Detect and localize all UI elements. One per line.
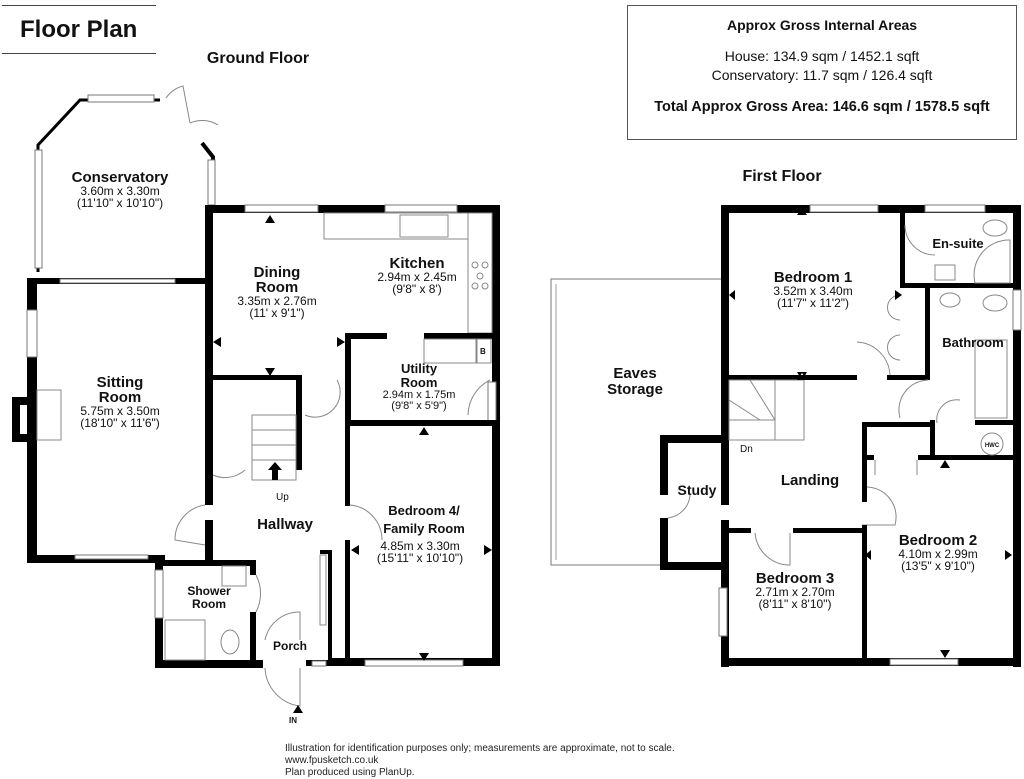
bedroom4-name-1: Bedroom 4/ [388,503,460,518]
bedroom2-imperial: (13'5" x 9'10") [901,559,975,573]
title-rule-top [2,5,156,6]
shower-name-1: Shower [187,584,231,598]
area-summary-box: Approx Gross Internal Areas House: 134.9… [627,5,1017,140]
dining-imperial: (11' x 9'1") [249,306,304,320]
bedroom3-name: Bedroom 3 [756,570,834,587]
sitting-metric: 5.75m x 3.50m [80,404,159,418]
stairs-up-label: Up [276,492,289,503]
sitting-name-2: Room [99,389,142,406]
dining-name-2: Room [256,279,299,296]
disclaimer-line-1: Illustration for identification purposes… [285,743,675,766]
study-name: Study [678,482,717,498]
sitting-name-1: Sitting [97,374,144,391]
landing-name: Landing [781,472,839,489]
bedroom4-name-2: Family Room [383,521,465,536]
eaves-name-2: Storage [607,381,663,398]
stairs-down-label: Dn [740,444,753,455]
disclaimer-line-2: Plan produced using PlanUp. [285,767,415,778]
page-title: Floor Plan [20,16,138,43]
kitchen-metric: 2.94m x 2.45m [377,270,456,284]
shower-name-2: Room [192,597,226,611]
eaves-name-1: Eaves [613,365,656,382]
ensuite-name: En-suite [932,236,983,251]
conservatory-metric: 3.60m x 3.30m [80,184,159,198]
bedroom3-imperial: (8'11" x 8'10") [759,597,832,611]
ground-floor-labels: Ground Floor Conservatory 3.60m x 3.30m … [72,50,465,653]
bedroom4-imperial: (15'11" x 10'10") [377,551,463,565]
dining-metric: 3.35m x 2.76m [237,294,316,308]
utility-name-1: Utility [401,361,438,376]
area-heading: Approx Gross Internal Areas [726,17,918,33]
area-house: House: 134.9 sqm / 1452.1 sqft [724,48,920,64]
area-conservatory: Conservatory: 11.7 sqm / 126.4 sqft [711,67,933,83]
first-floor-walls [550,204,1022,667]
conservatory-name: Conservatory [72,169,169,186]
bedroom1-imperial: (11'7" x 11'2") [777,296,849,310]
area-total: Total Approx Gross Area: 146.6 sqm / 157… [654,99,990,115]
bathroom-name: Bathroom [942,335,1003,350]
conservatory-imperial: (11'10" x 10'10") [77,196,163,210]
bedroom2-metric: 4.10m x 2.99m [898,547,977,561]
ground-floor-walls [12,85,500,713]
bedroom3-metric: 2.71m x 2.70m [755,585,834,599]
ground-floor-heading: Ground Floor [207,50,309,67]
entrance-label: IN [289,716,297,725]
bedroom1-name: Bedroom 1 [774,269,852,286]
first-floor-labels: First Floor Bedroom 1 3.52m x 3.40m (11'… [607,168,1004,611]
hot-water-cylinder-label: HWC [985,443,1000,449]
kitchen-name: Kitchen [389,255,444,272]
hallway-name: Hallway [257,516,314,533]
title-rule-bottom [2,53,156,54]
utility-imperial: (9'8" x 5'9") [391,400,446,412]
first-floor-heading: First Floor [742,168,821,185]
bedroom4-metric: 4.85m x 3.30m [380,539,459,553]
dining-name-1: Dining [254,264,301,281]
kitchen-imperial: (9'8" x 8') [392,282,442,296]
utility-metric: 2.94m x 1.75m [383,389,456,401]
boiler-label: B [480,347,486,356]
disclaimer-footer: Illustration for identification purposes… [285,743,755,779]
bedroom2-name: Bedroom 2 [899,532,977,549]
utility-name-2: Room [401,375,438,390]
porch-name: Porch [273,639,307,653]
sitting-imperial: (18'10" x 11'6") [80,416,160,430]
bedroom1-metric: 3.52m x 3.40m [773,284,852,298]
